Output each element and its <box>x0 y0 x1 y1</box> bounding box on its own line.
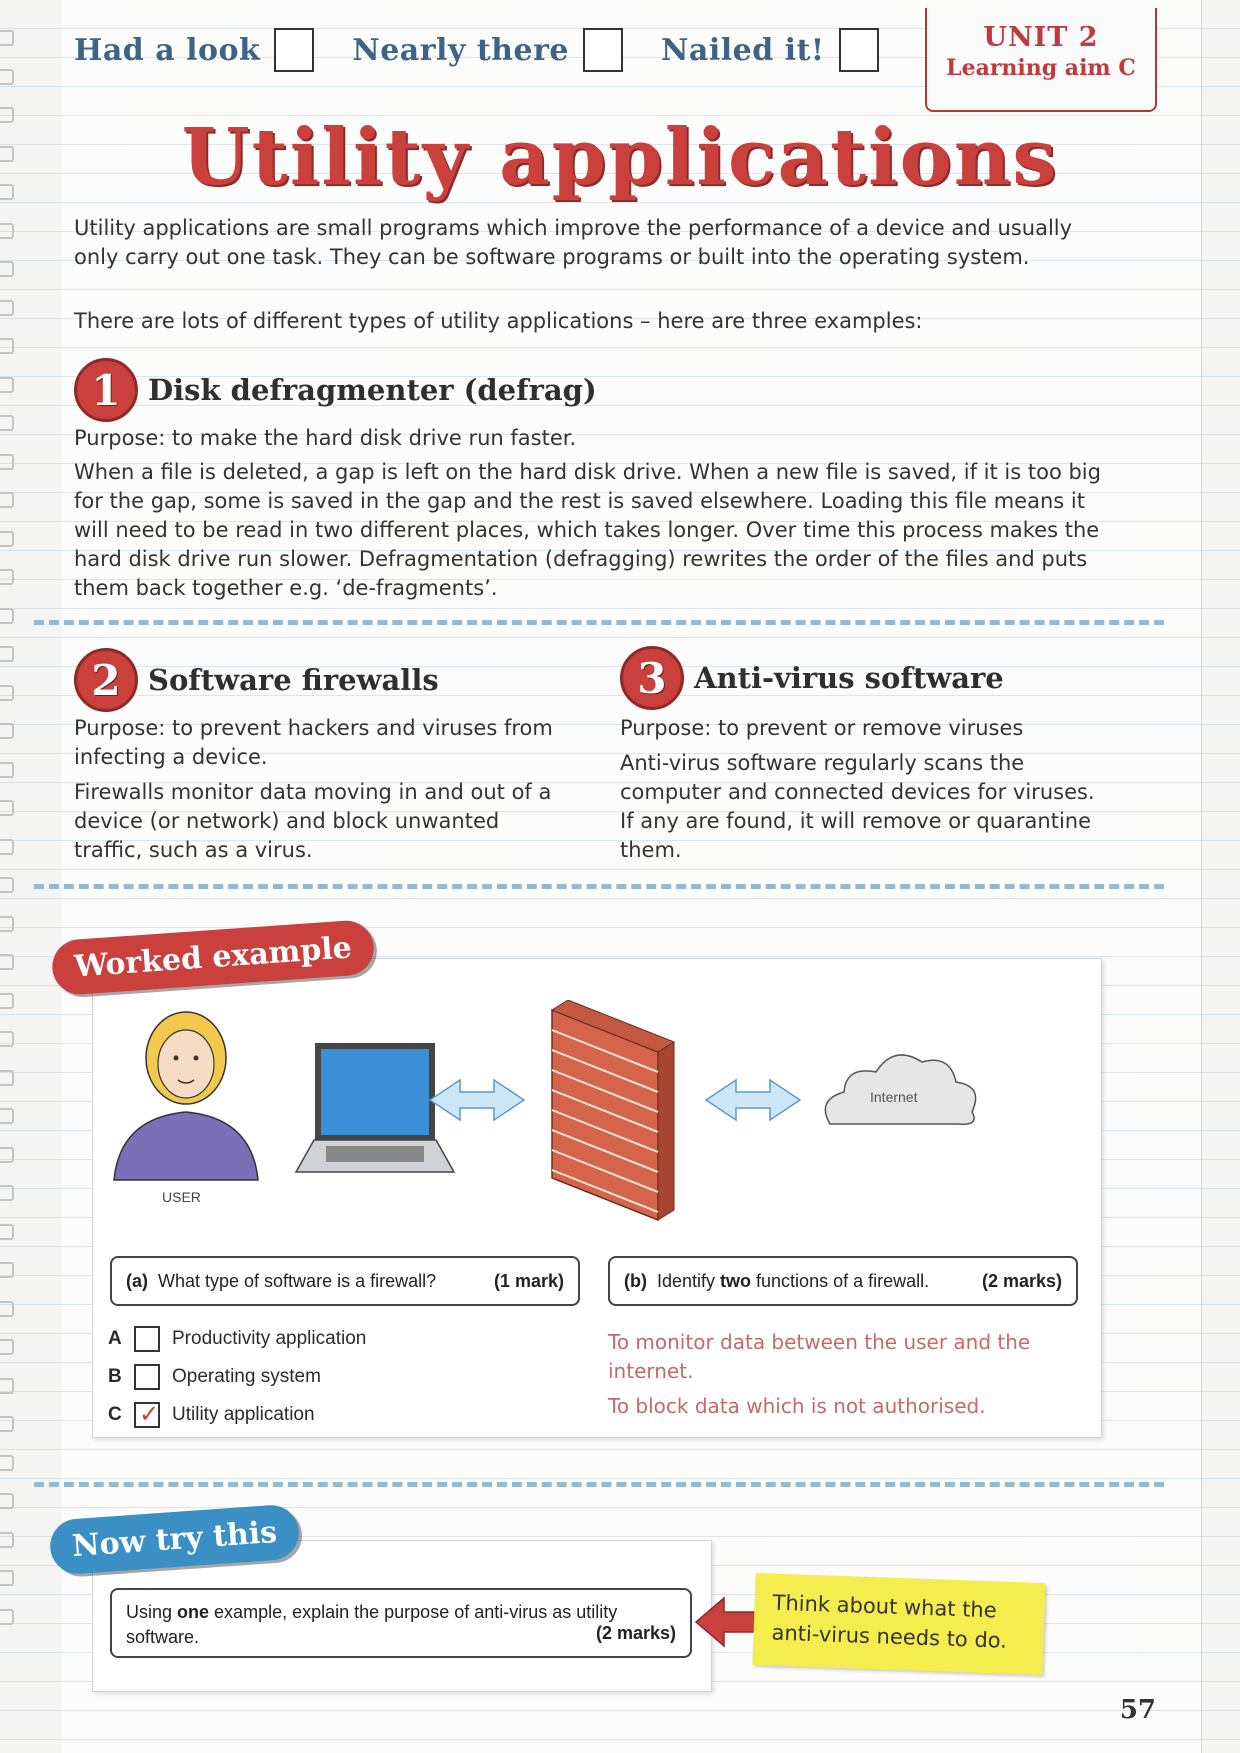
binding-holes <box>0 30 20 1670</box>
option-c-checkbox[interactable]: ✓ <box>134 1400 160 1428</box>
option-c-letter: C <box>108 1404 122 1425</box>
option-b-text: Operating system <box>172 1366 321 1387</box>
user-illustration <box>113 1011 259 1181</box>
option-a-checkbox[interactable] <box>134 1326 160 1352</box>
learning-aim-label: Learning aim C <box>946 55 1136 81</box>
internet-label: Internet <box>870 1089 918 1105</box>
checkmark-icon: ✓ <box>139 1400 160 1428</box>
section-3-body: Anti-virus software regularly scans the … <box>620 751 1095 862</box>
question-b-label: (b) <box>624 1270 647 1291</box>
now-try-this-marks: (2 marks) <box>595 1623 676 1643</box>
nailed-it-label: Nailed it! <box>660 32 825 68</box>
cloud-icon <box>824 1054 977 1125</box>
question-b-box: (b) Identify two functions of a firewall… <box>608 1256 1078 1306</box>
unit-label: UNIT 2 <box>983 22 1099 53</box>
section-2-title: Software firewalls <box>148 663 439 697</box>
section-3-title: Anti-virus software <box>694 661 1004 695</box>
section-1-number: 1 <box>74 358 138 422</box>
section-1-heading: 1 Disk defragmenter (defrag) <box>74 358 597 422</box>
divider <box>34 1482 1164 1487</box>
option-c-text: Utility application <box>172 1404 315 1425</box>
section-2-purpose: Purpose: to prevent hackers and viruses … <box>74 716 553 769</box>
user-label: USER <box>162 1189 201 1205</box>
section-2-body: Firewalls monitor data moving in and out… <box>74 780 552 862</box>
question-a-box: (a) What type of software is a firewall?… <box>110 1256 580 1306</box>
option-b[interactable]: B Operating system <box>108 1364 321 1390</box>
section-1-title: Disk defragmenter (defrag) <box>148 373 597 407</box>
question-a-marks: (1 mark) <box>493 1270 564 1291</box>
laptop-icon <box>294 1043 456 1173</box>
intro-paragraph-2: There are lots of different types of uti… <box>74 309 923 333</box>
section-1-body: When a file is deleted, a gap is left on… <box>74 460 1101 600</box>
hint-sticky-note: Think about what the anti-virus needs to… <box>752 1572 1046 1676</box>
bidirectional-arrow-icon <box>704 1078 802 1122</box>
progress-tracker: Had a look Nearly there Nailed it! <box>74 28 879 72</box>
page-title: Utility applications <box>181 112 1059 203</box>
option-a-letter: A <box>108 1328 122 1349</box>
bidirectional-arrow-icon <box>428 1078 526 1122</box>
had-a-look-label: Had a look <box>74 32 261 68</box>
divider <box>34 884 1164 889</box>
nearly-there-label: Nearly there <box>352 32 569 68</box>
section-3-heading: 3 Anti-virus software <box>620 646 1004 710</box>
question-b-marks: (2 marks) <box>981 1270 1062 1291</box>
page-number: 57 <box>1119 1695 1156 1725</box>
section-3-number: 3 <box>620 646 684 710</box>
section-1-purpose: Purpose: to make the hard disk drive run… <box>74 426 577 450</box>
option-a-text: Productivity application <box>172 1328 367 1349</box>
intro-paragraph-1: Utility applications are small programs … <box>74 216 1073 269</box>
section-2-text: Purpose: to prevent hackers and viruses … <box>74 714 574 871</box>
option-c[interactable]: C ✓ Utility application <box>108 1400 315 1428</box>
section-2-number: 2 <box>74 648 138 712</box>
section-3-text: Purpose: to prevent or remove viruses An… <box>620 714 1110 871</box>
divider <box>34 620 1164 625</box>
option-a[interactable]: A Productivity application <box>108 1326 366 1352</box>
nailed-it-checkbox[interactable] <box>838 28 879 72</box>
unit-tab: UNIT 2 Learning aim C <box>925 8 1157 112</box>
question-b-text: Identify two functions of a firewall. <box>656 1270 930 1291</box>
option-b-checkbox[interactable] <box>134 1364 160 1390</box>
question-a-label: (a) <box>126 1270 148 1291</box>
brick-wall-icon <box>550 1000 676 1222</box>
now-try-this-question: Using one example, explain the purpose o… <box>110 1588 692 1658</box>
firewall-diagram: USER Int <box>113 1000 977 1222</box>
notebook-sheet <box>62 0 1202 1753</box>
had-a-look-checkbox[interactable] <box>274 28 315 72</box>
question-a-text: What type of software is a firewall? <box>158 1270 437 1291</box>
option-b-letter: B <box>108 1366 122 1387</box>
answer-2: To block data which is not authorised. <box>608 1394 986 1418</box>
nearly-there-checkbox[interactable] <box>582 28 623 72</box>
section-3-purpose: Purpose: to prevent or remove viruses <box>620 716 1024 740</box>
section-2-heading: 2 Software firewalls <box>74 648 439 712</box>
answer-1: To monitor data between the user and the… <box>608 1330 1031 1383</box>
